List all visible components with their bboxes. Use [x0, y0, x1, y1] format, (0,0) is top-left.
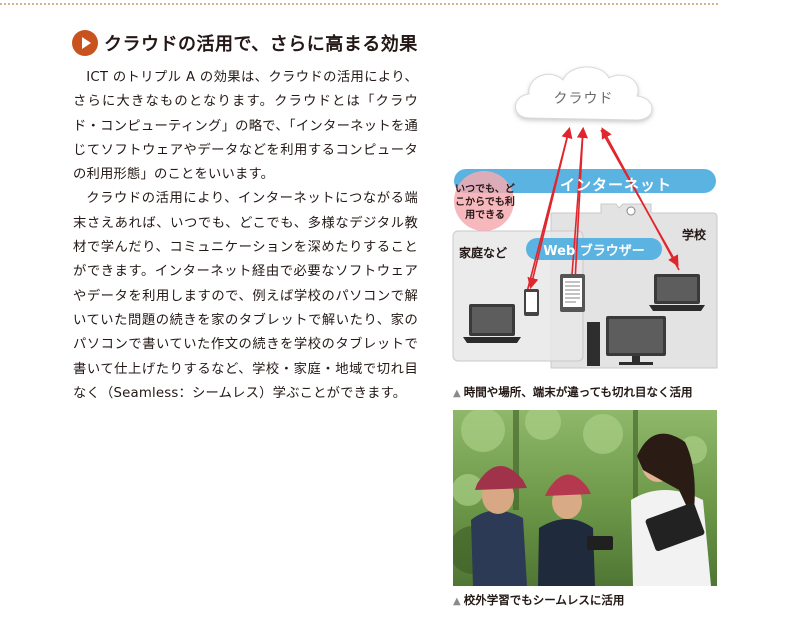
photo-illustration	[453, 410, 717, 586]
body-text: ICT のトリプル A の効果は、クラウドの活用により、さらに大きなものとなりま…	[73, 66, 418, 406]
paragraph-2: クラウドの活用により、インターネットにつながる端末さえあれば、いつでも、どこでも…	[73, 191, 418, 401]
home-label: 家庭など	[459, 246, 508, 260]
internet-label: インターネット	[559, 176, 672, 194]
cloud-label: クラウド	[553, 91, 614, 107]
anywhere-label: いつでも、どこからでも利用できる	[455, 184, 515, 221]
cloud-diagram: クラウド インターネット いつでも、どこからでも利用できる 学校 家庭など We…	[451, 58, 721, 376]
top-dotted-rule	[0, 3, 718, 5]
diagram-graphic	[452, 66, 718, 369]
caption-triangle-icon: ▲	[453, 596, 461, 607]
arrows	[526, 126, 680, 293]
field-trip-photo	[453, 410, 717, 586]
heading-title: クラウドの活用で、さらに高まる効果	[104, 34, 418, 55]
school-label: 学校	[682, 228, 707, 242]
tablet-icon	[560, 274, 585, 312]
browser-bar	[526, 238, 662, 260]
home-laptop-icon	[463, 304, 521, 343]
anywhere-circle	[454, 171, 514, 231]
desktop-computer-icon	[587, 316, 666, 366]
paragraph-1: ICT のトリプル A の効果は、クラウドの活用により、さらに大きなものとなりま…	[73, 70, 418, 183]
internet-bar	[454, 169, 716, 193]
photo-caption-text: 校外学習でもシームレスに活用	[463, 593, 625, 607]
cloud-shape	[515, 66, 653, 121]
diagram-caption-text: 時間や場所、端末が違っても切れ目なく活用	[463, 385, 693, 399]
diagram-caption: ▲時間や場所、端末が違っても切れ目なく活用	[453, 384, 693, 400]
section-heading: クラウドの活用で、さらに高まる効果	[72, 28, 418, 58]
school-laptop-icon	[649, 274, 705, 311]
photo-caption: ▲校外学習でもシームレスに活用	[453, 592, 624, 608]
play-circle-icon	[72, 30, 98, 56]
caption-triangle-icon: ▲	[453, 388, 461, 399]
smartphone-icon	[524, 289, 539, 316]
browser-label: Web ブラウザー	[543, 244, 645, 259]
